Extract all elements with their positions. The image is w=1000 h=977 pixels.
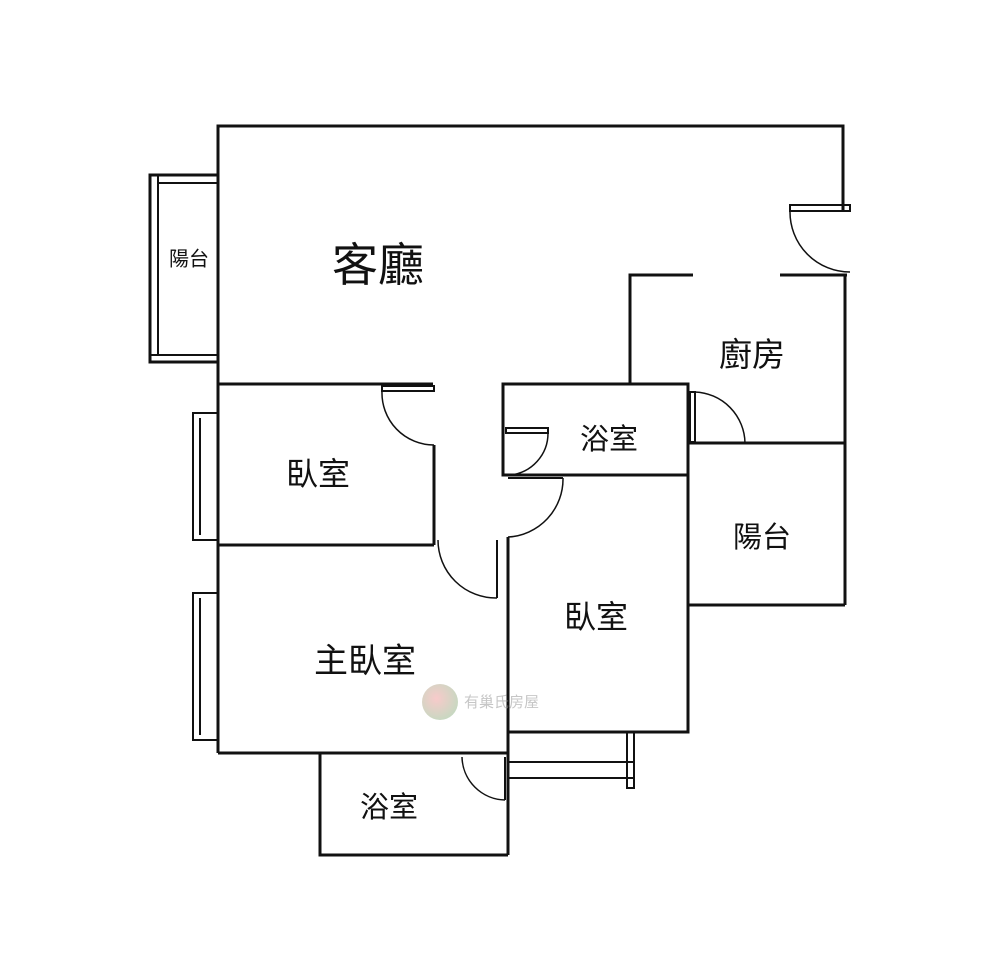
window-master	[192, 592, 219, 741]
bathroom-bottom-walls	[318, 753, 508, 857]
label-bathroom-middle: 浴室	[579, 422, 639, 456]
label-bedroom-left: 臥室	[285, 455, 351, 493]
balcony-left-outline	[148, 173, 220, 364]
wall-outer-top	[216, 124, 845, 753]
bedroom1-door-leaf	[381, 385, 435, 392]
label-kitchen: 廚房	[719, 335, 785, 374]
label-balcony-right: 陽台	[732, 520, 792, 554]
kitchen-walls	[628, 273, 693, 384]
bathroom-bottom-door-arc	[461, 756, 506, 801]
window-bedroom1	[192, 412, 219, 541]
balcony-bottom-post	[626, 731, 635, 789]
entry-door-arc	[789, 210, 851, 273]
bathroom-middle-door-leaf	[505, 427, 549, 434]
label-bathroom-bottom: 浴室	[359, 790, 419, 824]
watermark-logo-icon	[422, 684, 458, 720]
kitchen-door-leaf	[689, 391, 696, 443]
watermark-brand: 有巢氏房屋	[464, 693, 540, 711]
bedroom2-door-arc	[507, 477, 564, 538]
bathroom-middle-door-arc	[509, 432, 549, 476]
label-master-bedroom: 主臥室	[314, 641, 416, 682]
label-living-room: 客廳	[332, 238, 424, 292]
label-bedroom-middle: 臥室	[563, 598, 629, 636]
entry-door-leaf	[789, 204, 851, 212]
bedroom1-door-arc	[381, 390, 435, 446]
master-door-arc	[437, 539, 498, 599]
watermark: 有巢氏房屋	[422, 684, 539, 720]
label-balcony-left: 陽台	[169, 246, 209, 271]
kitchen-door-arc	[694, 391, 746, 444]
